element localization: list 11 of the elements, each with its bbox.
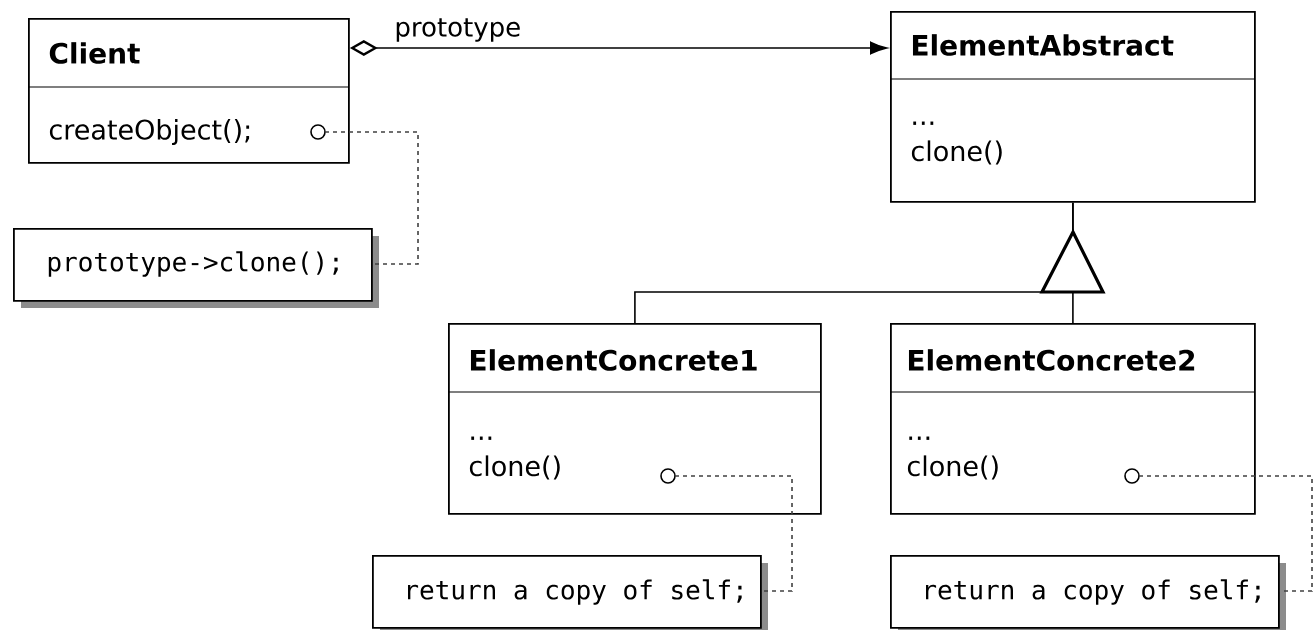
note-link (660, 468, 793, 592)
class-box: ElementAbstract ... clone() (889, 11, 1256, 203)
note-box: return a copy of self; (372, 555, 768, 630)
note-link (310, 124, 419, 265)
class-box: ElementConcrete2 ... clone() (889, 323, 1256, 515)
note-link (1124, 468, 1313, 592)
class-box: Client createObject(); (27, 18, 350, 164)
class-box: ElementConcrete1 ... clone() (447, 323, 822, 515)
note-box: return a copy of self; (890, 555, 1286, 630)
edge-label: prototype (396, 18, 520, 42)
note-box: prototype->clone(); (13, 228, 379, 308)
